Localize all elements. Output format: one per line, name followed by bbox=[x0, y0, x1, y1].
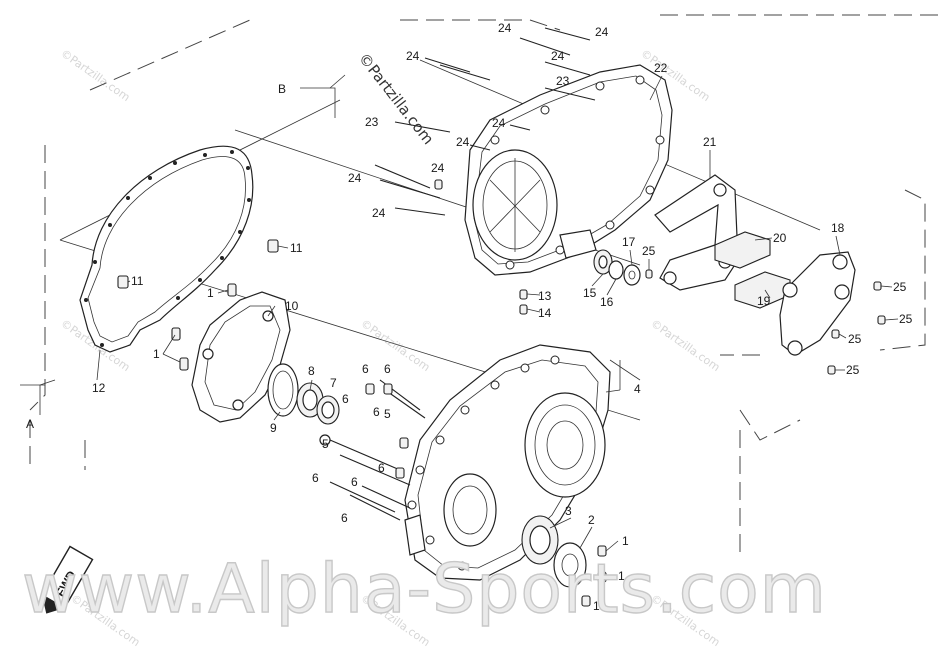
assembly-boundaries bbox=[20, 14, 940, 560]
callout-14: 14 bbox=[538, 306, 552, 320]
callout-1: 1 bbox=[207, 286, 214, 300]
callout-6: 6 bbox=[312, 471, 319, 485]
callout-23: 23 bbox=[365, 115, 379, 129]
callout-16: 16 bbox=[600, 295, 614, 309]
callout-24: 24 bbox=[348, 171, 362, 185]
callout-25: 25 bbox=[642, 244, 656, 258]
callout-6: 6 bbox=[362, 362, 369, 376]
callout-5: 5 bbox=[322, 437, 329, 451]
callout-3: 3 bbox=[565, 504, 572, 518]
callout-24: 24 bbox=[406, 49, 420, 63]
callout-4: 4 bbox=[634, 382, 641, 396]
callout-21: 21 bbox=[703, 135, 717, 149]
callout-5: 5 bbox=[384, 407, 391, 421]
callout-8: 8 bbox=[308, 364, 315, 378]
callout-6: 6 bbox=[342, 392, 349, 406]
callout-25: 25 bbox=[848, 332, 862, 346]
callout-1: 1 bbox=[622, 534, 629, 548]
seal-bearing-stack bbox=[267, 363, 340, 446]
upper-housing-bolts bbox=[374, 27, 596, 315]
callout-20: 20 bbox=[773, 231, 787, 245]
callout-1: 1 bbox=[593, 599, 600, 613]
bracket-plate bbox=[779, 251, 886, 375]
callout-11: 11 bbox=[290, 241, 303, 255]
callout-24: 24 bbox=[431, 161, 445, 175]
callout-6: 6 bbox=[384, 362, 391, 376]
upper-cover-housing bbox=[464, 64, 673, 276]
callout-25: 25 bbox=[893, 280, 907, 294]
callout-6: 6 bbox=[341, 511, 348, 525]
callout-23: 23 bbox=[556, 74, 570, 88]
callout-22: 22 bbox=[654, 61, 668, 75]
watermark-small: ©Partzilla.com bbox=[58, 47, 132, 104]
section-label-b: B bbox=[278, 82, 286, 96]
outer-cover-gasket bbox=[79, 145, 279, 353]
callout-leader-lines bbox=[96, 75, 899, 605]
callout-24: 24 bbox=[372, 206, 386, 220]
watermark-small: ©Partzilla.com bbox=[648, 317, 722, 374]
callout-24: 24 bbox=[456, 135, 470, 149]
callout-13: 13 bbox=[538, 289, 552, 303]
callout-7: 7 bbox=[330, 376, 337, 390]
lower-crankcase-housing bbox=[404, 344, 611, 581]
callout-6: 6 bbox=[373, 405, 380, 419]
callout-24: 24 bbox=[498, 21, 512, 35]
callout-24: 24 bbox=[551, 49, 565, 63]
callout-numbers: 1 1 1 1 1 2 3 4 5 5 6 6 6 6 6 6 6 6 7 8 … bbox=[92, 21, 913, 613]
callout-1: 1 bbox=[153, 347, 160, 361]
callout-9: 9 bbox=[270, 421, 277, 435]
callout-24: 24 bbox=[595, 25, 609, 39]
callout-6: 6 bbox=[351, 475, 358, 489]
callout-11: 11 bbox=[131, 274, 144, 288]
lower-housing-bolts bbox=[329, 379, 426, 521]
watermark-main: www.Alpha-Sports.com bbox=[22, 550, 827, 629]
callout-15: 15 bbox=[583, 286, 597, 300]
callout-25: 25 bbox=[899, 312, 913, 326]
callout-17: 17 bbox=[622, 235, 636, 249]
callout-24: 24 bbox=[492, 116, 506, 130]
mounting-bracket bbox=[654, 174, 739, 291]
watermark-copyright: ©Partzilla.com bbox=[355, 49, 438, 148]
callout-25: 25 bbox=[846, 363, 860, 377]
callout-18: 18 bbox=[831, 221, 845, 235]
watermark-small: ©Partzilla.com bbox=[358, 317, 432, 374]
bearing-plate-stack bbox=[521, 515, 607, 607]
callout-12: 12 bbox=[92, 381, 106, 395]
callout-19: 19 bbox=[757, 294, 771, 308]
section-label-a: A bbox=[26, 417, 34, 431]
callout-10: 10 bbox=[285, 299, 299, 313]
rubber-blocks bbox=[714, 231, 791, 309]
callout-6: 6 bbox=[378, 461, 385, 475]
callout-1: 1 bbox=[618, 569, 625, 583]
callout-2: 2 bbox=[588, 513, 595, 527]
